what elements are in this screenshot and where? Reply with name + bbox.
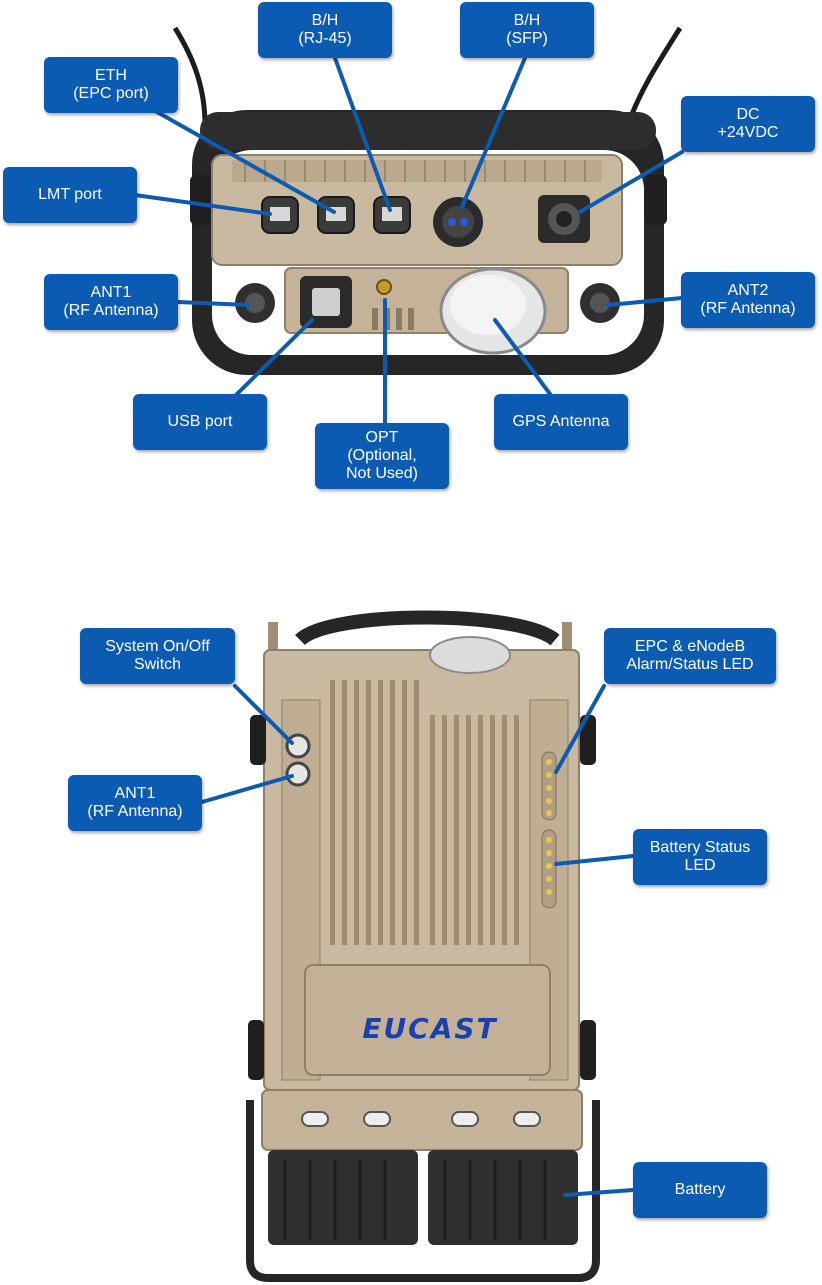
callout-opt: OPT (Optional, Not Used) bbox=[315, 423, 449, 489]
eucast-logo: EUCAST bbox=[362, 1012, 498, 1045]
callout-battery-status-led: Battery Status LED bbox=[633, 829, 767, 885]
front-view-device bbox=[246, 610, 600, 1282]
callout-bh-rj45: B/H (RJ-45) bbox=[258, 2, 392, 58]
callout-system-switch: System On/Off Switch bbox=[80, 628, 235, 684]
callout-eth: ETH (EPC port) bbox=[44, 57, 178, 113]
callout-dc: DC +24VDC bbox=[681, 96, 815, 152]
callout-battery: Battery bbox=[633, 1162, 767, 1218]
callout-bh-sfp: B/H (SFP) bbox=[460, 2, 594, 58]
callout-usb-port: USB port bbox=[133, 394, 267, 450]
callout-ant1-front: ANT1 (RF Antenna) bbox=[68, 775, 202, 831]
top-view-device bbox=[172, 26, 683, 375]
callout-epc-enodeb-led: EPC & eNodeB Alarm/Status LED bbox=[604, 628, 776, 684]
callout-lmt-port: LMT port bbox=[3, 167, 137, 223]
callout-ant1-top: ANT1 (RF Antenna) bbox=[44, 274, 178, 330]
callout-gps-antenna: GPS Antenna bbox=[494, 394, 628, 450]
leader-lines bbox=[133, 56, 684, 1197]
callout-ant2: ANT2 (RF Antenna) bbox=[681, 272, 815, 328]
